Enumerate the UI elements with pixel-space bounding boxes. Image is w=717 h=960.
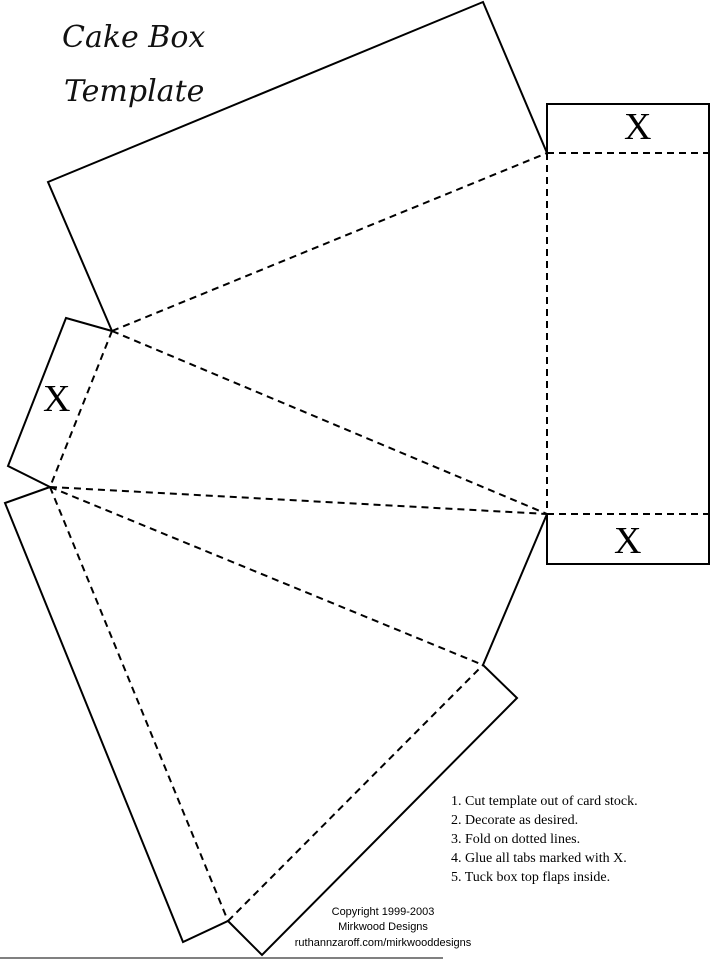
fold-line-upper-wedge	[111, 330, 548, 515]
instruction-3: 3. Fold on dotted lines.	[451, 832, 580, 847]
fold-line-bottom-wedge	[49, 486, 484, 666]
left-tab-outline	[6, 316, 113, 488]
instruction-2: 2. Decorate as desired.	[451, 813, 578, 828]
fold-line-front-flap	[227, 664, 484, 922]
glue-tab-marker-left: X	[43, 378, 70, 420]
top-lid-flap-outline	[46, 0, 548, 332]
right-tab-outline	[546, 103, 710, 565]
website-url: ruthannzaroff.com/mirkwooddesigns	[295, 937, 472, 949]
fold-line-bottom-flap	[49, 486, 229, 922]
instruction-5: 5. Tuck box top flaps inside.	[451, 870, 610, 885]
fold-line-top-lid	[111, 152, 548, 332]
company-name: Mirkwood Designs	[338, 921, 428, 933]
bottom-side-outline	[3, 486, 548, 957]
title-line-2: Template	[64, 74, 204, 109]
instruction-4: 4. Glue all tabs marked with X.	[451, 851, 627, 866]
glue-tab-marker-bottom-right: X	[614, 520, 641, 562]
glue-tab-marker-top-right: X	[624, 106, 651, 148]
fold-line-lower-wedge	[49, 486, 548, 515]
instruction-1: 1. Cut template out of card stock.	[451, 794, 638, 809]
title-line-1: Cake Box	[62, 20, 205, 55]
fold-line-left-tab	[49, 330, 113, 488]
copyright-text: Copyright 1999-2003	[332, 906, 435, 918]
